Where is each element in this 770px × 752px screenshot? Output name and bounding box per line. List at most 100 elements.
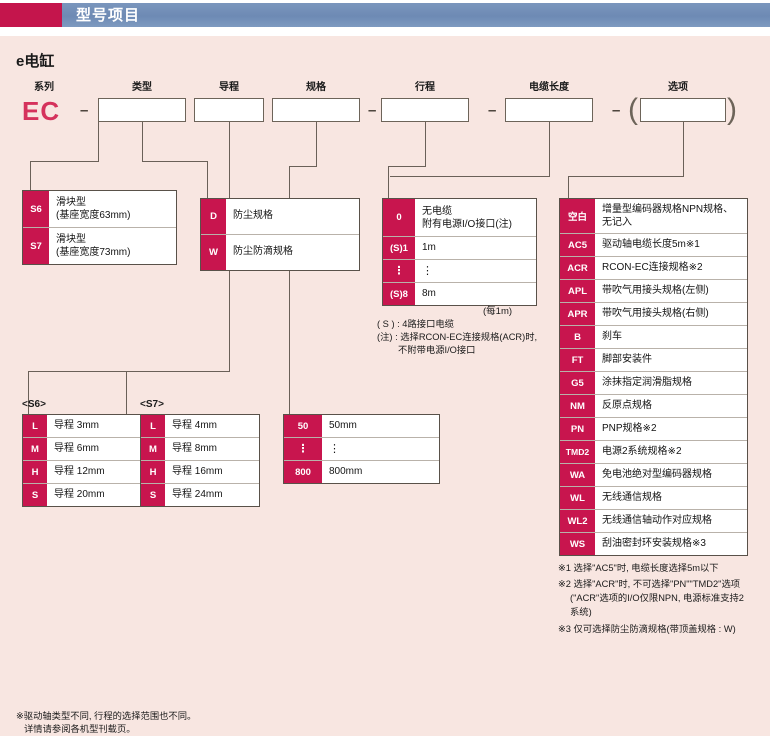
table-row[interactable]: D 防尘规格 (201, 199, 359, 235)
table-row[interactable]: S 导程 24mm (141, 484, 259, 506)
connector-type-h1 (142, 161, 208, 163)
row-code: AC5 (560, 234, 595, 256)
row-code: L (23, 415, 47, 437)
table-row[interactable]: 800 800mm (284, 461, 439, 483)
table-row[interactable]: S 导程 20mm (23, 484, 141, 506)
row-code: 800 (284, 461, 322, 483)
table-row[interactable]: W 防尘防滴规格 (201, 235, 359, 270)
section-title: e电缸 (16, 53, 55, 70)
connector-lead-h1 (126, 371, 230, 373)
row-code: WA (560, 464, 595, 486)
row-desc: 导程 24mm (172, 488, 223, 500)
dash-4: – (612, 102, 621, 119)
table-row[interactable]: 50 50mm (284, 415, 439, 438)
table-row[interactable]: (S)8 8m (383, 283, 536, 305)
connector-cable-h1 (390, 176, 550, 178)
row-desc: 滑块型 (基座宽度73mm) (49, 228, 176, 264)
row-code: 0 (383, 199, 415, 236)
row-desc: 驱动轴电缆长度5m※1 (602, 238, 700, 250)
row-code: APL (560, 280, 595, 302)
row-desc: 导程 20mm (54, 488, 105, 500)
label-cable-length: 电缆长度 (529, 82, 569, 93)
connector-stroke-v2 (388, 166, 390, 198)
table-row[interactable]: H 导程 12mm (23, 461, 141, 484)
row-desc: 电源2系统规格※2 (602, 445, 682, 457)
label-size: 规格 (306, 82, 326, 93)
table-row[interactable]: S6 滑块型 (基座宽度63mm) (23, 191, 176, 228)
field-option[interactable] (640, 98, 726, 122)
cable-note-1: ( S ) : 4路接口电缆 (377, 319, 454, 329)
table-row[interactable]: ⋮ ⋮ (284, 438, 439, 461)
connector-cable-v1 (549, 122, 551, 177)
table-row[interactable]: 空白 增量型编码器规格NPN规格、 无记入 (560, 199, 747, 234)
connector-stroke-h1 (388, 166, 426, 168)
table-cable-length: 0 无电缆 附有电源I/O接口(注) (S)1 1m ⋮ ⋮ (S)8 8m (382, 198, 537, 306)
table-row[interactable]: AC5 驱动轴电缆长度5m※1 (560, 234, 747, 257)
lead-s7-heading: <S7> (140, 399, 164, 410)
row-code: TMD2 (560, 441, 595, 463)
table-row[interactable]: M 导程 8mm (141, 438, 259, 461)
table-row[interactable]: L 导程 4mm (141, 415, 259, 438)
connector-series-v1 (98, 122, 100, 162)
table-row[interactable]: 0 无电缆 附有电源I/O接口(注) (383, 199, 536, 237)
row-desc: ⋮ (329, 442, 340, 455)
row-code: 50 (284, 415, 322, 437)
row-desc-line2: 无记入 (602, 217, 632, 228)
connector-size-v1 (316, 122, 318, 167)
table-row[interactable]: H 导程 16mm (141, 461, 259, 484)
table-row[interactable]: TMD2 电源2系统规格※2 (560, 441, 747, 464)
connector-type-v1 (142, 122, 144, 162)
row-desc: 8m (422, 287, 436, 299)
row-desc-line1: 增量型编码器规格NPN规格、 (602, 204, 734, 215)
row-code: M (141, 438, 165, 460)
connector-option-h1 (568, 176, 684, 178)
cable-per-unit: (每1m) (483, 306, 513, 317)
row-desc: 刮油密封环安装规格※3 (602, 537, 706, 549)
row-desc-line2: 附有电源I/O接口(注) (422, 218, 512, 230)
row-code: W (201, 235, 226, 270)
table-type: D 防尘规格 W 防尘防滴规格 (200, 198, 360, 271)
paren-close: ) (727, 93, 737, 126)
row-desc: 50mm (329, 419, 357, 431)
table-option: 空白 增量型编码器规格NPN规格、 无记入 AC5 驱动轴电缆长度5m※1 ACR… (559, 198, 748, 556)
option-footnote-3: ("ACR"选项的I/O仅限NPN, 电源标准支持2 (570, 593, 744, 603)
field-size[interactable] (272, 98, 360, 122)
row-code: WL2 (560, 510, 595, 532)
row-code: L (141, 415, 165, 437)
row-desc: 防尘规格 (233, 210, 273, 222)
row-desc: 刹车 (602, 330, 622, 342)
cable-note-3: 不附带电源I/O接口 (398, 345, 476, 355)
dash-3: – (488, 102, 497, 119)
table-row[interactable]: ⋮ ⋮ (383, 260, 536, 283)
row-desc: 防尘防滴规格 (233, 246, 293, 258)
field-cable-length[interactable] (505, 98, 593, 122)
table-stroke: 50 50mm ⋮ ⋮ 800 800mm (283, 414, 440, 484)
row-desc: 免电池绝对型编码器规格 (602, 468, 712, 480)
table-row[interactable]: WA 免电池绝对型编码器规格 (560, 464, 747, 487)
row-code: NM (560, 395, 595, 417)
field-lead[interactable] (194, 98, 264, 122)
table-row[interactable]: (S)1 1m (383, 237, 536, 260)
page-header: 型号项目 (0, 3, 770, 27)
row-code: 空白 (560, 199, 595, 233)
row-code: M (23, 438, 47, 460)
connector-series-h1 (30, 161, 99, 163)
table-row[interactable]: L 导程 3mm (23, 415, 141, 438)
table-row[interactable]: S7 滑块型 (基座宽度73mm) (23, 228, 176, 264)
table-row[interactable]: M 导程 6mm (23, 438, 141, 461)
field-type[interactable] (98, 98, 186, 122)
field-stroke[interactable] (381, 98, 469, 122)
row-code: S (141, 484, 165, 506)
row-code: H (141, 461, 165, 483)
